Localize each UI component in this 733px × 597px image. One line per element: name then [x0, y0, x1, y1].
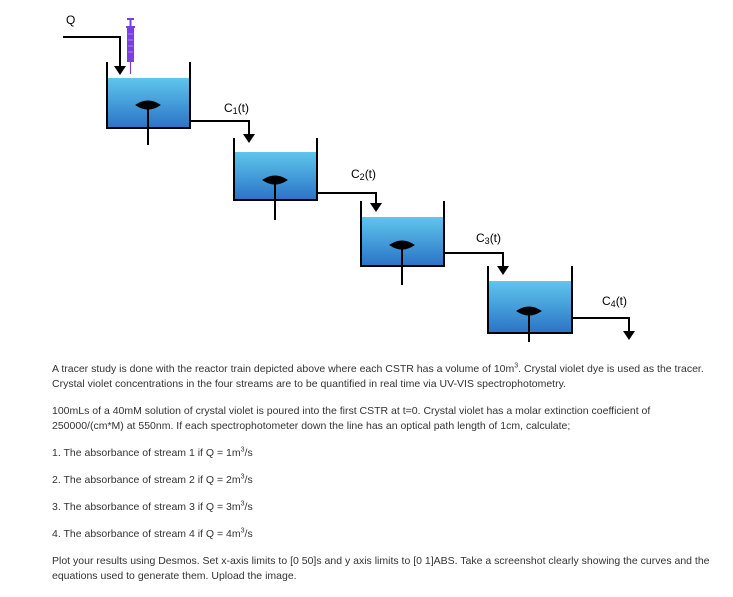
stream-label-4: C4(t): [602, 294, 627, 309]
setup-paragraph: 100mLs of a 40mM solution of crystal vio…: [52, 405, 651, 432]
problem-text: A tracer study is done with the reactor …: [52, 362, 712, 596]
outlet-arrow-icon: [497, 266, 509, 275]
syringe-icon: [126, 18, 135, 74]
task-item-3: 3. The absorbance of stream 3 if Q = 3m3…: [52, 500, 253, 514]
impeller-icon: [389, 240, 415, 285]
outlet-arrow-icon: [243, 134, 255, 143]
inlet-arrow-icon: [114, 66, 126, 75]
stream-label-2: C2(t): [351, 167, 376, 182]
impeller-icon: [135, 100, 161, 145]
cstr-tank-4: [487, 266, 573, 342]
stream-label-3: C3(t): [476, 231, 501, 246]
cstr-tank-1: [106, 62, 191, 145]
inlet-label: Q: [66, 13, 75, 27]
task-item-2: 2. The absorbance of stream 2 if Q = 2m3…: [52, 473, 253, 487]
impeller-icon: [516, 306, 542, 342]
cstr-tank-2: [233, 138, 318, 220]
impeller-icon: [262, 175, 288, 220]
outlet-pipe-1: [190, 120, 250, 134]
inlet-pipe: [63, 36, 121, 66]
outlet-pipe-4: [572, 317, 630, 331]
stream-label-1: C1(t): [224, 101, 249, 116]
task-item-4: 4. The absorbance of stream 4 if Q = 4m3…: [52, 527, 253, 541]
intro-paragraph: A tracer study is done with the reactor …: [52, 362, 704, 391]
closing-paragraph: Plot your results using Desmos. Set x-ax…: [52, 555, 710, 582]
cstr-tank-3: [360, 201, 445, 285]
outlet-pipe-2: [317, 192, 377, 203]
task-item-1: 1. The absorbance of stream 1 if Q = 1m3…: [52, 446, 253, 460]
outlet-arrow-icon: [623, 331, 635, 340]
outlet-arrow-icon: [370, 203, 382, 212]
reactor-train-diagram: Q C1(t) C2(t) C3(t): [63, 13, 635, 342]
outlet-pipe-3: [444, 252, 504, 266]
